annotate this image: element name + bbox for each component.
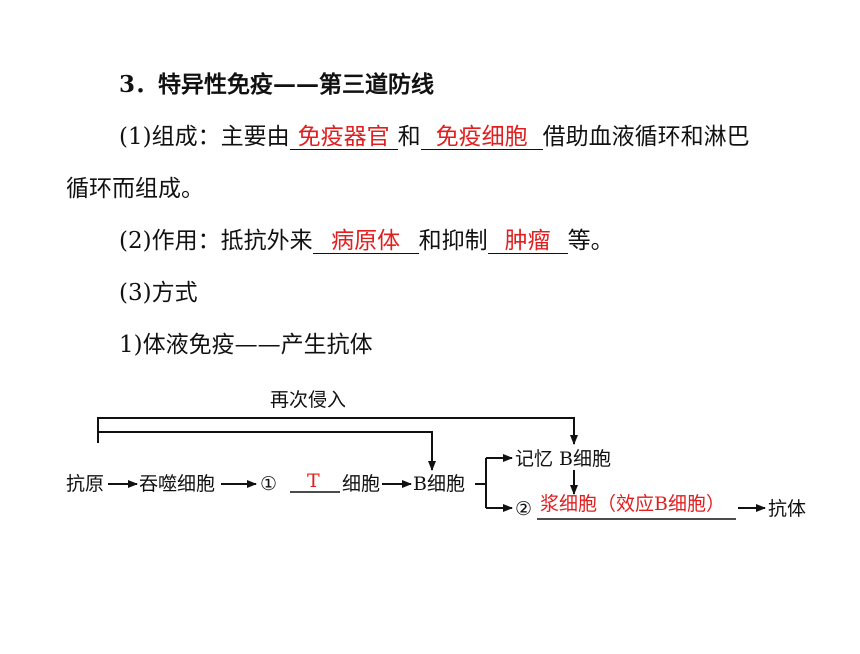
answer-plasma-cell: 浆细胞（效应B细胞） <box>540 493 725 515</box>
memory-b-cell-label: 记忆 B细胞 <box>515 448 611 470</box>
method-label: (3)方式 <box>119 280 198 306</box>
composition-label: (1)组成：主要由 <box>119 124 290 150</box>
circled-number-1: ① <box>260 473 277 495</box>
circled-number-2: ② <box>515 498 532 520</box>
heading-text: 特异性免疫——第三道防线 <box>158 71 435 98</box>
humoral-immunity-label: 1)体液免疫——产生抗体 <box>119 332 373 358</box>
t-cell-suffix: 细胞 <box>342 473 380 495</box>
antigen-label: 抗原 <box>66 473 104 495</box>
section-heading: 3．特异性免疫——第三道防线 <box>119 70 434 100</box>
function-label: (2)作用：抵抗外来 <box>119 228 313 254</box>
function-suffix: 等。 <box>567 228 614 254</box>
answer-t-cell: T <box>307 470 320 492</box>
composition-continuation: 循环而组成。 <box>66 176 204 202</box>
reinvasion-label: 再次侵入 <box>270 389 346 411</box>
antibody-label: 抗体 <box>768 498 806 520</box>
reinvasion-connector-to-b-cell <box>98 431 436 471</box>
b-cell-label: B细胞 <box>413 473 465 495</box>
heading-number: 3． <box>119 71 159 98</box>
reinvasion-connector-to-memory <box>97 417 578 445</box>
composition-line: (1)组成：主要由免疫器官和免疫细胞借助血液循环和淋巴 <box>119 122 750 152</box>
composition-and: 和 <box>397 124 421 150</box>
fill-blank-immune-cell: 免疫细胞 <box>420 125 543 150</box>
fill-blank-tumor: 肿瘤 <box>487 229 568 254</box>
function-line: (2)作用：抵抗外来病原体和抑制肿瘤等。 <box>119 226 614 256</box>
fill-blank-immune-organ: 免疫器官 <box>289 125 398 150</box>
composition-suffix: 借助血液循环和淋巴 <box>542 124 750 150</box>
fill-blank-pathogen: 病原体 <box>312 229 419 254</box>
phagocyte-label: 吞噬细胞 <box>139 473 215 495</box>
function-middle: 和抑制 <box>418 228 488 254</box>
